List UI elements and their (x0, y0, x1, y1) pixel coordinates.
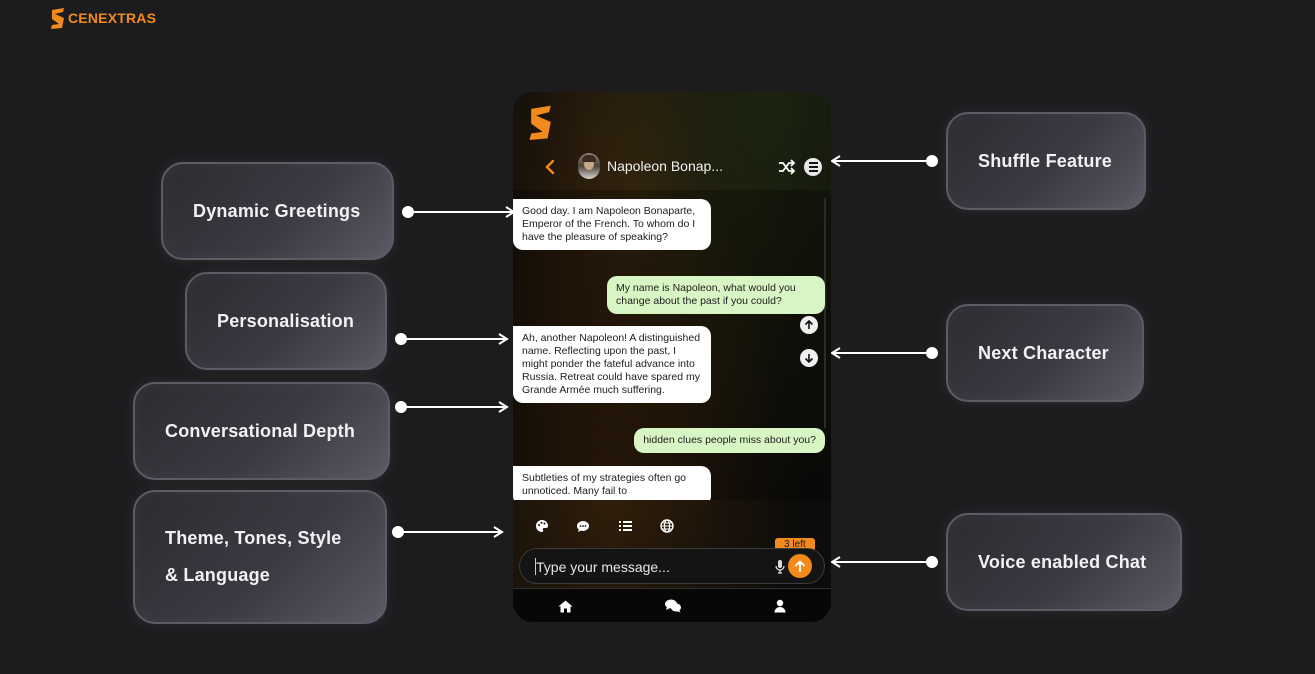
profile-icon (774, 599, 786, 613)
style-button[interactable] (617, 518, 633, 534)
callout-label-line2: & Language (165, 565, 271, 585)
chats-icon (665, 599, 681, 613)
brand-logo: CENEXTRAS (50, 7, 156, 29)
callout-dynamic-greetings: Dynamic Greetings (161, 162, 394, 260)
globe-icon (660, 519, 674, 533)
message-bot: Subtleties of my strategies often go unn… (513, 466, 711, 500)
cenextras-logo-icon (51, 8, 64, 29)
chat-toolbar (513, 512, 831, 540)
chat-header: Napoleon Bonap... (513, 144, 831, 190)
nav-home-button[interactable] (556, 598, 574, 614)
home-icon (558, 600, 572, 612)
message-user: hidden clues people miss about you? (634, 428, 825, 453)
callout-label: Conversational Depth (165, 420, 356, 441)
list-icon (618, 521, 632, 531)
callout-label: Personalisation (217, 310, 355, 331)
previous-character-button[interactable] (800, 316, 818, 334)
callout-shuffle-feature: Shuffle Feature (946, 112, 1146, 210)
callout-next-character: Next Character (946, 304, 1144, 402)
connector-voice-chat (830, 556, 939, 568)
palette-icon (536, 520, 548, 532)
text-cursor (535, 558, 536, 575)
microphone-icon (775, 560, 785, 574)
callout-theme-tones-style: Theme, Tones, Style & Language (133, 490, 387, 624)
message-bot: Ah, another Napoleon! A distinguished na… (513, 326, 711, 403)
callout-label: Next Character (978, 342, 1109, 363)
shuffle-icon (779, 159, 796, 175)
send-arrow-icon (795, 560, 805, 572)
shuffle-button[interactable] (778, 159, 796, 180)
callout-label: Dynamic Greetings (193, 200, 361, 221)
connector-next-character (830, 347, 939, 359)
scrollbar[interactable] (824, 198, 826, 428)
arrowhead-icon (498, 401, 509, 413)
back-button[interactable] (541, 158, 559, 176)
send-button[interactable] (788, 554, 812, 578)
connector-dynamic-greetings (402, 206, 517, 218)
app-logo-icon (529, 105, 551, 140)
arrow-up-icon (804, 320, 814, 329)
arrow-down-icon (804, 354, 814, 363)
character-avatar (578, 153, 600, 179)
connector-conversational-depth (395, 401, 510, 413)
chat-bubble-icon (577, 520, 589, 532)
tone-button[interactable] (575, 518, 591, 534)
connector-shuffle (830, 155, 939, 167)
connector-personalisation (395, 333, 510, 345)
message-input[interactable] (536, 558, 766, 576)
nav-chats-button[interactable] (664, 598, 682, 614)
brand-name: CENEXTRAS (68, 10, 157, 26)
remaining-messages-badge: 3 left (775, 538, 815, 551)
message-user: My name is Napoleon, what would you chan… (607, 276, 825, 314)
arrowhead-icon (493, 526, 504, 538)
next-character-button[interactable] (800, 349, 818, 367)
connector-theme (392, 526, 505, 538)
callout-label: Shuffle Feature (978, 150, 1113, 171)
voice-input-button[interactable] (775, 559, 785, 580)
arrowhead-icon (498, 333, 509, 345)
callout-label: Voice enabled Chat (978, 551, 1147, 572)
language-button[interactable] (659, 518, 675, 534)
callout-voice-enabled-chat: Voice enabled Chat (946, 513, 1182, 611)
callout-personalisation: Personalisation (185, 272, 387, 370)
character-name: Napoleon Bonap... (607, 158, 723, 174)
callout-label: Theme, Tones, Style (165, 528, 342, 548)
bottom-navigation (513, 588, 831, 622)
back-icon (545, 159, 555, 175)
phone-mockup: Napoleon Bonap... Good day. I am Napoleo… (513, 92, 831, 622)
menu-icon[interactable] (804, 158, 822, 176)
message-composer (519, 548, 825, 584)
theme-button[interactable] (534, 518, 550, 534)
callout-conversational-depth: Conversational Depth (133, 382, 390, 480)
nav-profile-button[interactable] (771, 598, 789, 614)
chat-messages[interactable]: Good day. I am Napoleon Bonaparte, Emper… (513, 190, 831, 500)
message-bot: Good day. I am Napoleon Bonaparte, Emper… (513, 199, 711, 250)
